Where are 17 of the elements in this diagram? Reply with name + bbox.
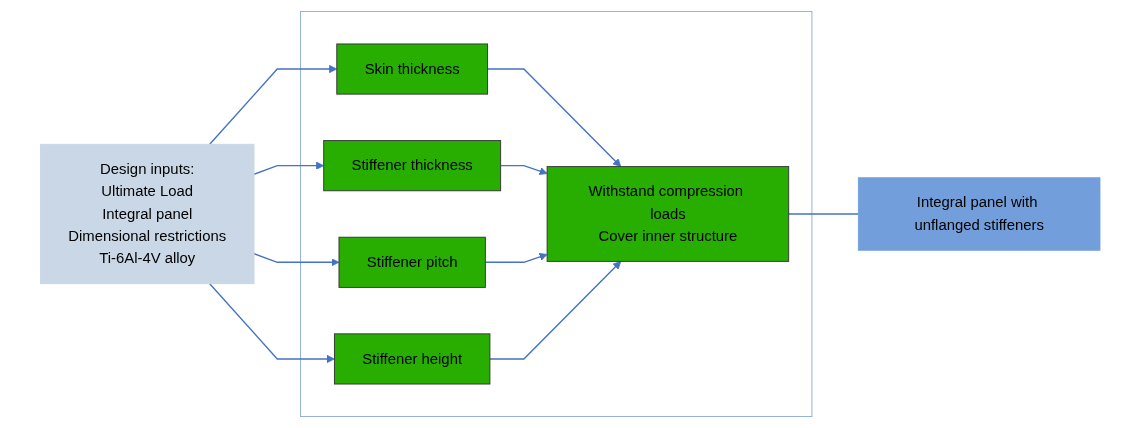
arrow xyxy=(486,68,621,167)
cluster xyxy=(299,10,813,417)
arrow xyxy=(499,165,548,175)
node-box: Skin thickness xyxy=(336,43,488,95)
node-box: Withstand compression loads Cover inner structure xyxy=(546,166,789,262)
node-box: Integral panel with unflanged stiffeners xyxy=(857,177,1101,251)
arrow xyxy=(253,253,340,267)
node-box: Design inputs: Ultimate Load Integral panel Dimensional restrictions Ti-6Al-4V alloy xyxy=(39,143,255,285)
node-box: Stiffener height xyxy=(333,333,491,385)
connector xyxy=(787,213,859,215)
node-box: Stiffener pitch xyxy=(338,236,486,288)
node-box: Stiffener thickness xyxy=(323,140,501,192)
arrow xyxy=(489,261,621,360)
arrow xyxy=(253,161,324,175)
arrow xyxy=(208,64,337,145)
arrow xyxy=(484,253,548,263)
arrow xyxy=(208,283,335,364)
